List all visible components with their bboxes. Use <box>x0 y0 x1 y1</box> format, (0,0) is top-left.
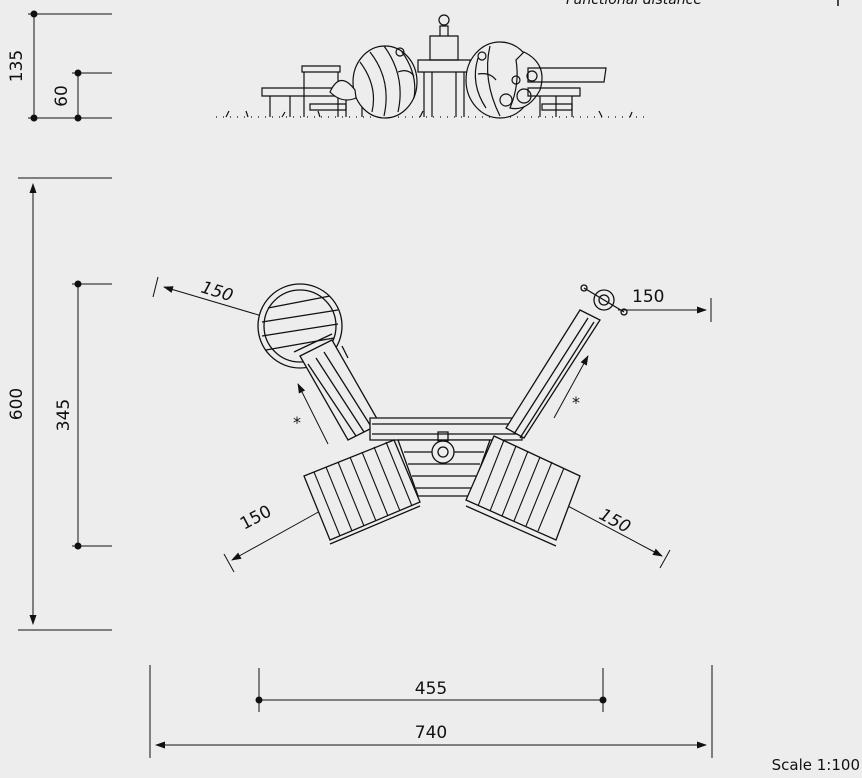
plan-view <box>257 283 628 547</box>
asterisk-right: * <box>572 393 580 412</box>
clearance-arrows <box>152 276 712 573</box>
clearance-bottom-right-label: 150 <box>596 505 634 538</box>
elevation-view <box>216 14 646 119</box>
overall-depth-label: 600 <box>7 388 27 420</box>
height-partial-label: 60 <box>52 85 72 107</box>
clearance-top-left-label: 150 <box>199 278 236 307</box>
plan-width-dimensions <box>149 665 713 758</box>
plan-depth-dimensions <box>18 177 112 631</box>
functional-distance-label: Functional distance <box>566 0 702 8</box>
overall-width-label: 740 <box>415 723 447 743</box>
inner-width-label: 455 <box>415 679 447 699</box>
elevation-dimensions <box>28 10 112 122</box>
asterisk-left: * <box>293 413 301 432</box>
clearance-bottom-left-label: 150 <box>237 502 275 535</box>
height-total-label: 135 <box>7 50 27 82</box>
inner-depth-label: 345 <box>54 399 74 431</box>
scale-label: Scale 1:100 <box>772 756 860 774</box>
clearance-top-right-label: 150 <box>632 287 664 307</box>
